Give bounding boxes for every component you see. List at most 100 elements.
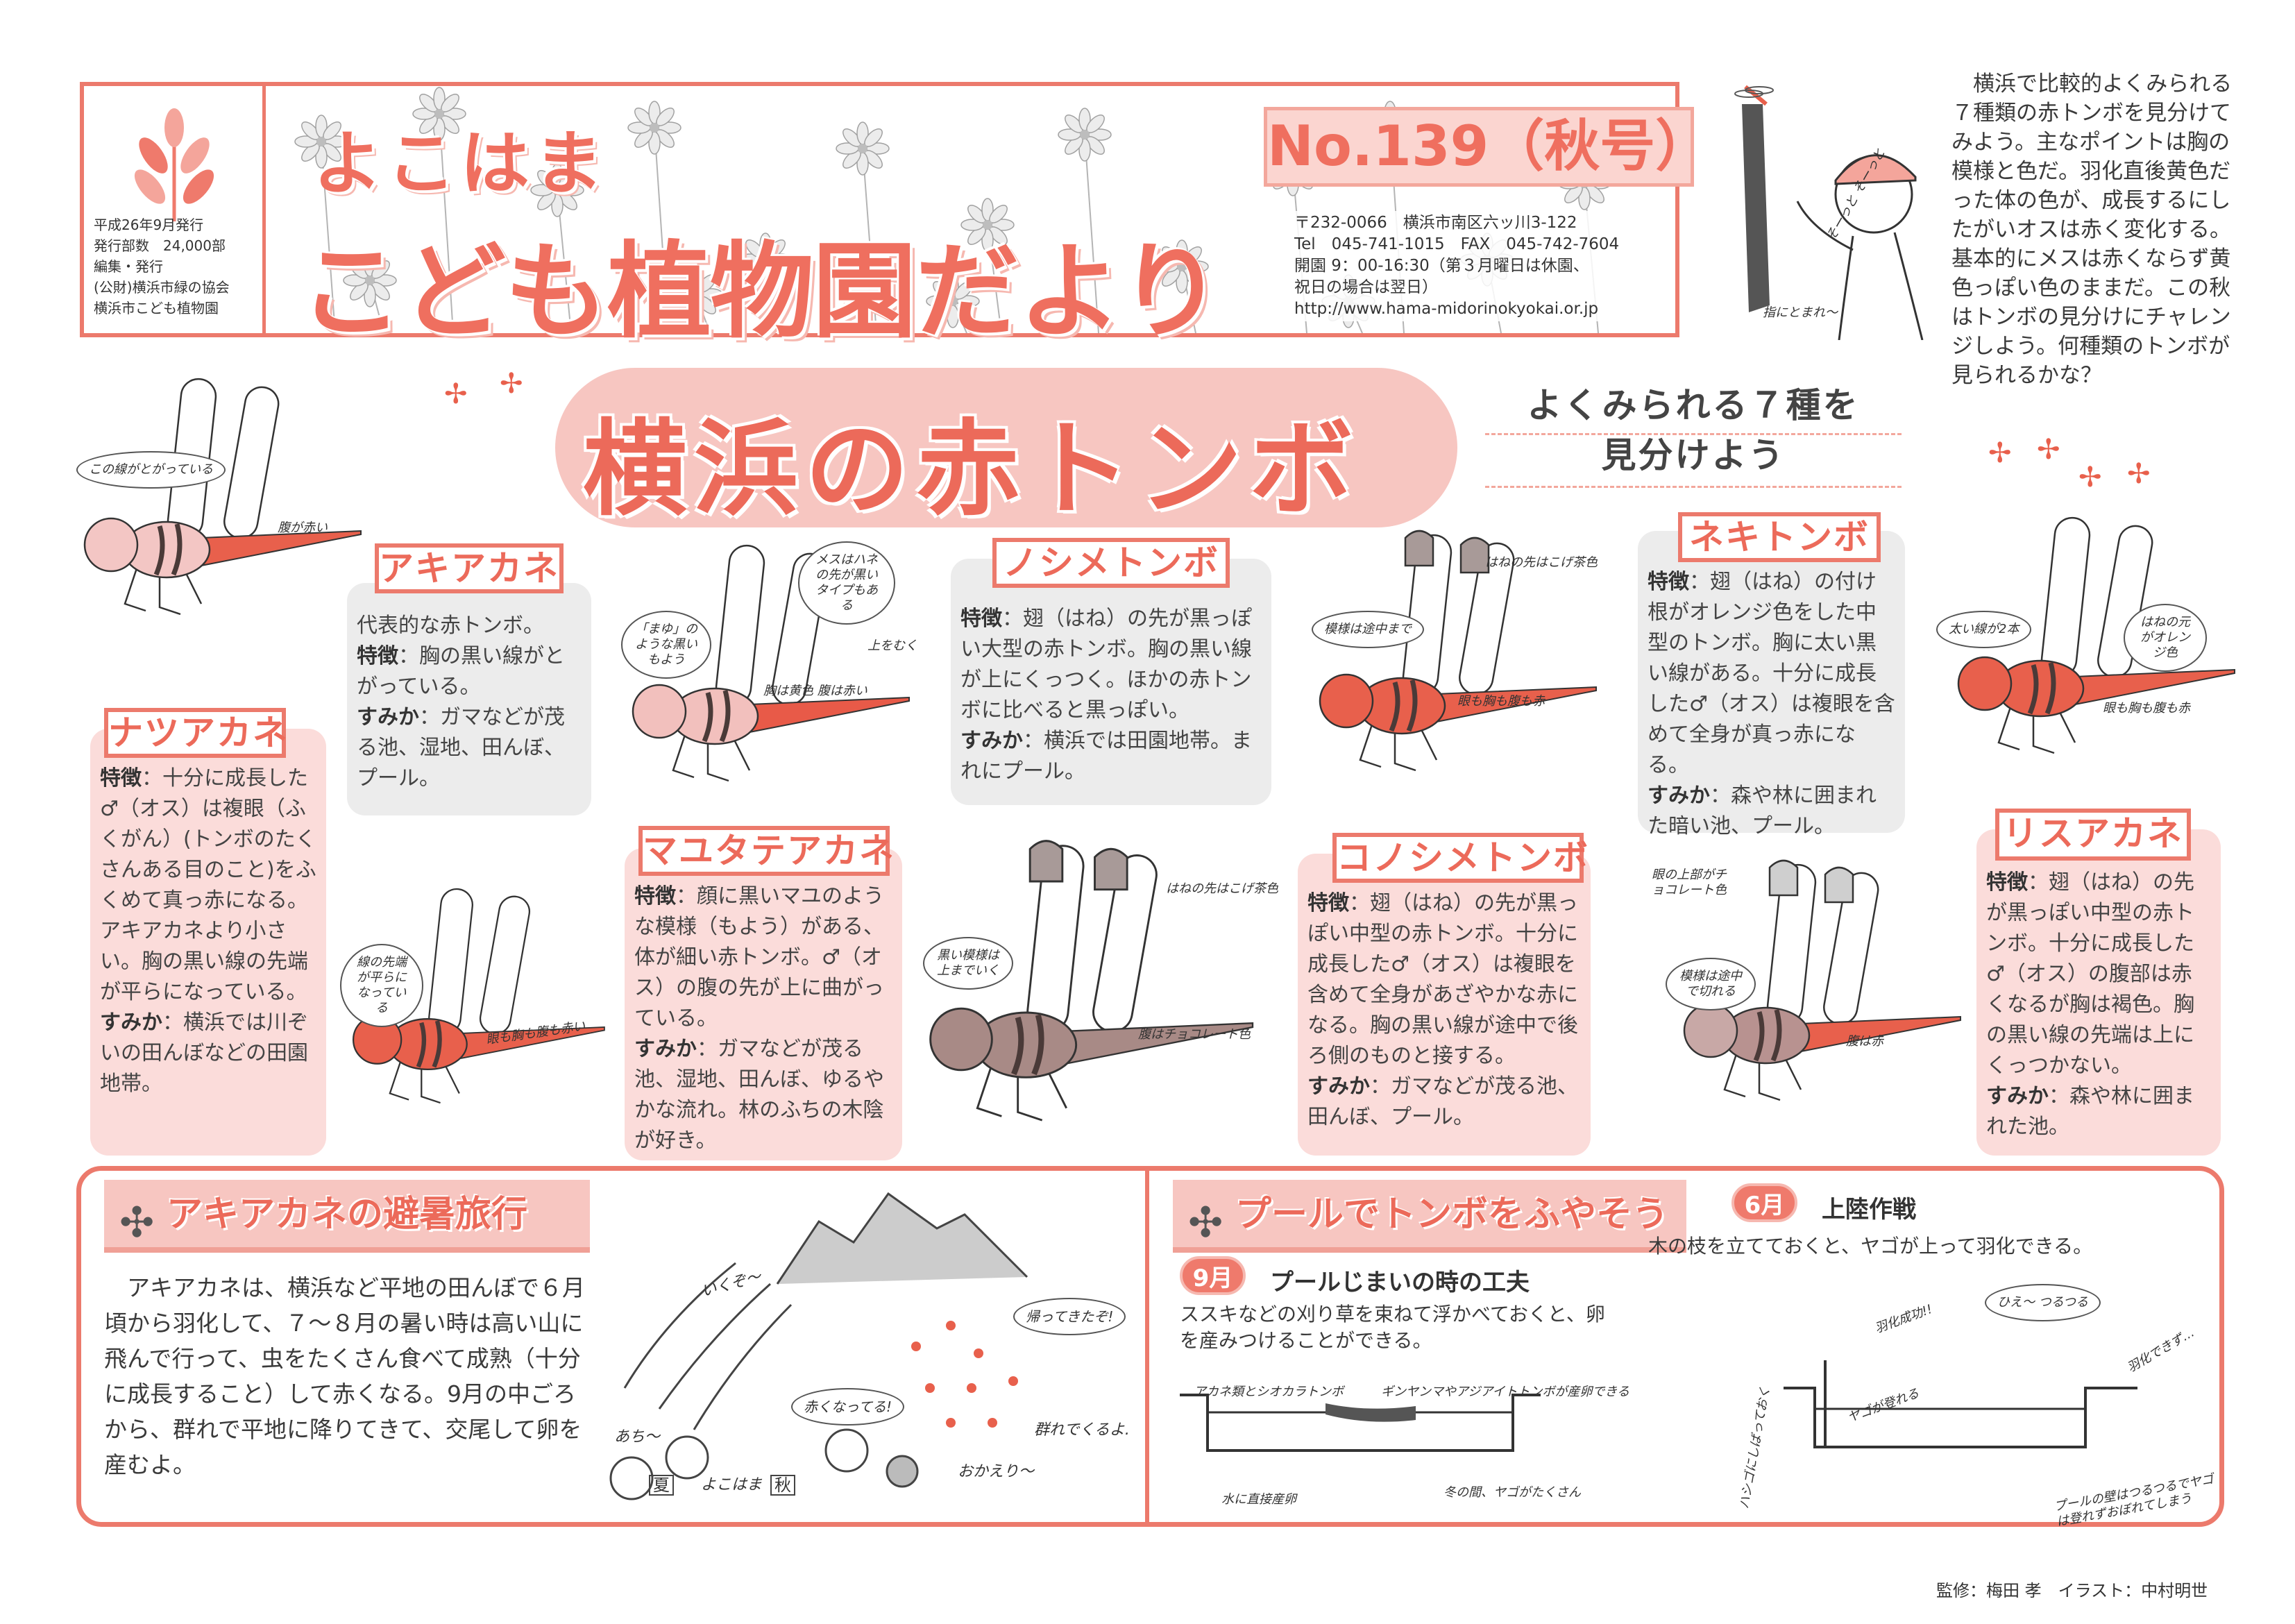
dragonfly-drawing xyxy=(1319,530,1597,772)
small-dragonfly-icon: ✢ xyxy=(500,368,523,400)
abdomen xyxy=(2074,668,2235,706)
pool-note-akane: アカネ類とシオカラトンボ xyxy=(1194,1385,1344,1399)
credits: 監修：梅田 孝 イラスト：中村明世 xyxy=(1936,1581,2208,1600)
habitat-label: すみか xyxy=(1648,784,1710,808)
species-card-risuakane: 特徴：翅（はね）の先が黒っぽい中型の赤トンボ。十分に成長した♂（オス）の腹部は赤… xyxy=(1976,829,2221,1156)
habitat-label: すみか xyxy=(100,1010,162,1035)
species-habitat: ：森や林に囲まれた池。 xyxy=(1986,1084,2194,1139)
species-card-noshimetombo: 特徴：翅（はね）の先が黒っぽい大型の赤トンボ。胸の黒い線が上にくっつく。ほかの赤… xyxy=(951,559,1271,805)
dragonfly-drawing xyxy=(1957,516,2235,754)
head xyxy=(1957,656,2013,711)
issue-number: No.139（秋号） xyxy=(1264,107,1694,187)
note-noshime-pattern: 黒い模様は上までいく xyxy=(923,937,1013,990)
leaf-logo-icon xyxy=(134,108,214,221)
species-title-noshimetombo: ノシメトンボ xyxy=(992,538,1230,588)
species-feature: ：翅（はね）の先が黒っぽい中型の赤トンボ。十分に成長した♂（オス）の腹部は赤くな… xyxy=(1986,870,2194,1078)
pool-note-winter: 冬の間、ヤゴがたくさん xyxy=(1443,1485,1581,1500)
pool-note-direct-egg: 水に直接産卵 xyxy=(1221,1492,1296,1507)
feature-label: 特徴 xyxy=(634,884,676,908)
dragonfly-illustration-risuakane xyxy=(1652,854,1978,1103)
subtitle-line-2: 見分けよう xyxy=(1601,435,1786,475)
migration-note-welcome: おかえり〜 xyxy=(958,1463,1035,1480)
pool-note-ginyanma: ギンヤンマやアジアイトトンボが産卵できる xyxy=(1381,1385,1630,1399)
dragonfly-drawing xyxy=(929,840,1254,1122)
dragonfly-icon: ✣ xyxy=(1188,1199,1223,1247)
species-card-nekitombo: 特徴：翅（はね）の付け根がオレンジ色をした中型のトンボ。胸に太い黒い線がある。十… xyxy=(1638,531,1905,838)
species-card-mayutateakane: 特徴：顔に黒いマユのような模様（もよう）がある、体が細い赤トンボ。♂（オス）の腹… xyxy=(625,848,902,1160)
note-noshime-wingtip: はねの先はこげ茶色 xyxy=(1166,881,1278,896)
species-title-konoshimetombo: コノシメトンボ xyxy=(1332,833,1588,883)
garden-name: 横浜市こども植物園 xyxy=(94,300,219,316)
species-lead: 代表的な赤トンボ。 xyxy=(357,614,544,638)
habitat-label: すみか xyxy=(1986,1084,2049,1108)
dragonfly-icon: ✣ xyxy=(119,1199,155,1247)
june-heading: 上陸作戦 xyxy=(1822,1196,1916,1224)
pool-note-slippery: ひえ〜 つるつる xyxy=(1985,1284,2101,1321)
phone-fax: Tel 045-741-1015 FAX 045-742-7604 xyxy=(1294,235,1620,253)
publication-info: 平成26年9月発行 発行部数 24,000部 編集・発行 (公財)横浜市緑の協会… xyxy=(94,214,230,319)
dragonfly-illustration-natsuakane xyxy=(333,874,611,1110)
species-feature: ：翅（はね）の付け根がオレンジ色をした中型のトンボ。胸に太い黒い線がある。十分に… xyxy=(1648,570,1895,777)
dragonfly-illustration-nekitombo xyxy=(1929,507,2249,756)
note-mayutate-brow: 「まゆ」のような黒いもよう xyxy=(621,611,711,679)
month-badge-september: 9月 xyxy=(1180,1256,1246,1295)
small-dragonfly-icon: ✢ xyxy=(2127,458,2151,490)
species-title-nekitombo: ネキトンボ xyxy=(1678,512,1881,562)
subtitle-divider xyxy=(1485,433,1902,435)
habitat-label: すみか xyxy=(357,705,419,729)
child-with-dragonfly-illustration xyxy=(1734,85,1924,340)
migration-note-autumn: 秋 xyxy=(770,1475,795,1496)
species-habitat: ：ガマなどが茂る池、湿地、田んぼ、ゆるやかな流れ。林のふちの木陰が好き。 xyxy=(634,1037,884,1153)
species-habitat: ：横浜では田園地帯。まれにプール。 xyxy=(960,729,1252,784)
note-risu-abdomen: 腹は赤 xyxy=(1846,1034,1883,1049)
species-feature: ：十分に成長した♂（オス）は複眼（ふくがん）(トンボのたくさんある目のこと)をふ… xyxy=(100,766,316,1004)
dragonfly-drawing xyxy=(352,888,605,1104)
pool-title: プールでトンボをふやそう xyxy=(1235,1194,1669,1235)
note-akiakane-abdomen: 腹が赤い xyxy=(278,521,328,535)
feature-label: 特徴 xyxy=(357,644,398,668)
small-dragonfly-icon: ✢ xyxy=(2037,434,2060,466)
note-risu-eye: 眼の上部がチョコレート色 xyxy=(1652,868,1727,897)
migration-note-hot: あち〜 xyxy=(614,1428,661,1446)
migration-note-yokohama: よこはま xyxy=(701,1476,763,1494)
dragonfly-illustration-noshimetombo xyxy=(902,833,1263,1124)
dragonfly-drawing xyxy=(83,378,362,616)
title-small: よこはま xyxy=(313,123,607,204)
small-dragonfly-icon: ✢ xyxy=(2078,462,2102,493)
species-title-risuakane: リスアカネ xyxy=(1995,809,2191,861)
dragonfly-icon xyxy=(1734,85,1774,106)
head xyxy=(929,1007,993,1072)
dragonfly-illustration-akiakane xyxy=(62,361,368,625)
note-akiakane-line: この線がとがっている xyxy=(76,451,226,489)
month-badge-june: 6月 xyxy=(1731,1183,1797,1222)
panel-divider xyxy=(1145,1166,1149,1527)
species-habitat: ：横浜では川ぞいの田んぼなどの田園地帯。 xyxy=(100,1010,308,1096)
wings xyxy=(1766,859,1879,1025)
note-neki-body: 眼も胸も腹も赤 xyxy=(2103,701,2190,716)
wings xyxy=(1026,840,1158,1033)
intro-paragraph: 横浜で比較的よくみられる７種類の赤トンボを見分けてみよう。主なポイントは胸の模様… xyxy=(1951,71,2233,388)
habitat-label: すみか xyxy=(634,1037,697,1061)
postal-address: 〒232-0066 横浜市南区六ッ川3-122 xyxy=(1294,214,1577,232)
species-habitat: ：ガマなどが茂る池、田んぼ、プール。 xyxy=(1307,1074,1578,1129)
september-text: ススキなどの刈り草を束ねて浮かべておくと、卵を産みつけることができる。 xyxy=(1180,1303,1605,1352)
habitat-label: すみか xyxy=(960,729,1023,753)
species-title-mayutateakane: マユタテアカネ xyxy=(638,826,894,876)
feature-label: 特徴 xyxy=(1986,870,2028,895)
small-dragonfly-icon: ✢ xyxy=(1988,437,2012,469)
masthead: 平成26年9月発行 発行部数 24,000部 編集・発行 (公財)横浜市緑の協会… xyxy=(80,82,1694,353)
feature-label: 特徴 xyxy=(1307,891,1349,915)
migration-note-flock: 群れでくるよ. xyxy=(1034,1421,1130,1439)
contact-info: 〒232-0066 横浜市南区六ッ川3-122 Tel 045-741-1015… xyxy=(1292,211,1623,321)
note-konoshime-wingtip: はねの先はこげ茶色 xyxy=(1485,555,1598,570)
feature-label: 特徴 xyxy=(100,766,142,790)
migration-illustration xyxy=(609,1192,1028,1500)
note-konoshime-body: 眼も胸も腹も赤 xyxy=(1457,694,1545,709)
opening-hours: 開園 9：00-16:30（第３月曜日は休園、 xyxy=(1294,257,1589,275)
species-feature: ：顔に黒いマユのような模様（もよう）がある、体が細い赤トンボ。♂（オス）の腹の先… xyxy=(634,884,884,1031)
species-feature: ：翅（はね）の先が黒っぽい大型の赤トンボ。胸の黒い線が上にくっつく。ほかの赤トン… xyxy=(960,607,1252,722)
pool-heading: ✣ プールでトンボをふやそう xyxy=(1173,1180,1686,1253)
website-link[interactable]: http://www.hama-midorinokyokai.or.jp xyxy=(1294,300,1599,318)
head xyxy=(83,517,139,573)
species-habitat: ：ガマなどが茂る池、湿地、田んぼ、プール。 xyxy=(357,705,565,790)
